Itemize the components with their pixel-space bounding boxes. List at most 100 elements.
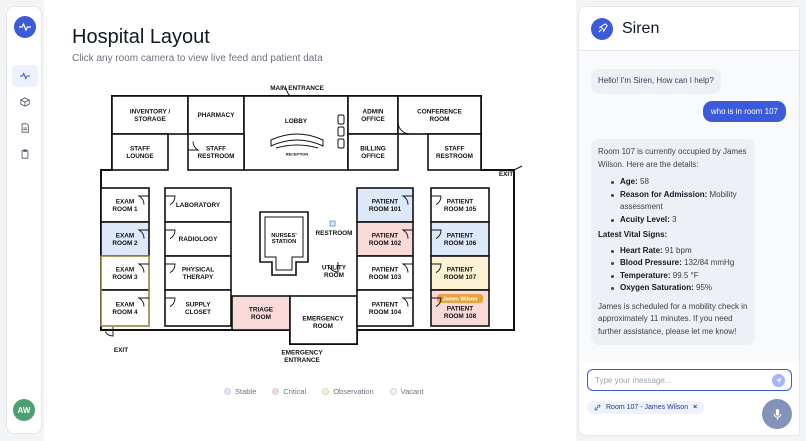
bot-greeting: Hello! I'm Siren, How can I help? [591,69,721,94]
door-swing [165,195,176,206]
detail-item: Age: 58 [610,176,748,189]
vital-value: 95% [696,283,713,292]
door-swing [165,263,176,274]
room-patient-104[interactable] [356,289,414,327]
app-logo[interactable] [14,16,36,38]
message-input[interactable]: Type your message... [587,369,792,391]
response-closing: James is scheduled for a mobility check … [598,301,748,336]
exit-left-door [104,327,114,337]
legend-swatch [272,388,280,395]
room-physical-therapy[interactable] [164,255,232,291]
patient-tag-label: James Wilson [443,297,478,303]
chat-header: Siren [579,7,799,51]
user-avatar[interactable]: AW [13,399,35,421]
user-message: who is in room 107 [702,101,786,122]
send-button[interactable] [772,374,785,387]
legend-label: Vacant [400,387,424,396]
rocket-icon [597,23,608,33]
door-swing [165,297,176,308]
detail-label: Reason for Admission: [620,189,708,199]
room-patient-105[interactable] [430,187,490,223]
siren-icon [591,17,613,40]
room-patient-101[interactable] [356,187,414,223]
document-icon [21,123,29,133]
legend-label: Observation [333,387,374,396]
observation-border [100,255,150,327]
patient-details: Age: 58 Reason for Admission: Mobility a… [598,176,748,226]
room-supply[interactable] [164,289,232,327]
vital-label: Oxygen Saturation: [620,283,694,292]
room-triage[interactable] [231,295,291,331]
vital-label: Blood Pressure: [620,258,682,267]
room-inventory[interactable] [111,95,189,135]
nav-inventory[interactable] [12,91,38,113]
chat-title: Siren [622,19,660,37]
nav-clipboard[interactable] [12,143,38,165]
room-patient-107[interactable] [430,255,490,291]
room-label: LOBBY [285,118,308,125]
vitals-list: Heart Rate: 91 bpm Blood Pressure: 132/8… [598,245,748,295]
room-patient-103[interactable] [356,255,414,291]
room-radiology[interactable] [164,221,232,257]
door-swing [431,297,442,308]
close-icon[interactable]: × [693,404,698,411]
pulse-icon [19,22,31,32]
nav-activity[interactable] [12,65,38,87]
room-staff-lounge[interactable] [111,133,169,171]
room-laboratory[interactable] [164,187,232,223]
nurses-label: NURSES'STATION [271,233,297,245]
door-swing [401,195,413,205]
room-staff-restroom-1[interactable] [187,133,245,171]
legend-critical: Critical [272,387,306,396]
room-emergency[interactable] [289,295,358,345]
door-swing [431,229,442,240]
link-icon [594,404,601,411]
room-label: RADIOLOGY [179,236,218,243]
room-patient-102[interactable] [356,221,414,257]
page-subtitle: Click any room camera to view live feed … [72,53,323,64]
door-swing [137,229,149,239]
vital-item: Oxygen Saturation: 95% [610,282,748,295]
legend-vacant: Vacant [389,387,424,396]
room-exam-1[interactable] [100,187,150,223]
room-lobby[interactable] [243,95,349,171]
exit-right-line [513,165,523,171]
legend-observation: Observation [322,387,374,396]
status-legend: Stable Critical Observation Vacant [224,387,423,396]
context-chip[interactable]: Room 107 - James Wilson × [587,401,705,414]
room-billing[interactable] [347,133,399,171]
detail-item: Acuity Level: 3 [610,214,748,227]
door-swing [137,195,149,205]
input-placeholder: Type your message... [595,375,672,385]
room-label: PHARMACY [198,112,236,119]
door-swing [137,297,149,307]
clipboard-icon [21,149,29,159]
detail-label: Acuity Level: [620,214,670,224]
nav-documents[interactable] [12,117,38,139]
send-icon [775,377,782,384]
vitals-heading: Latest Vital Signs: [598,230,668,239]
door-swing [397,121,411,135]
restroom-label: RESTROOM [316,230,353,237]
main-panel: Hospital Layout Click any room camera to… [44,0,576,441]
microphone-button[interactable] [762,399,792,429]
room-exam-2[interactable] [100,221,150,257]
room-staff-restroom-2[interactable] [427,133,482,171]
detail-value: Mobility assessment [620,189,737,212]
exit-right-label: EXIT [499,171,513,178]
